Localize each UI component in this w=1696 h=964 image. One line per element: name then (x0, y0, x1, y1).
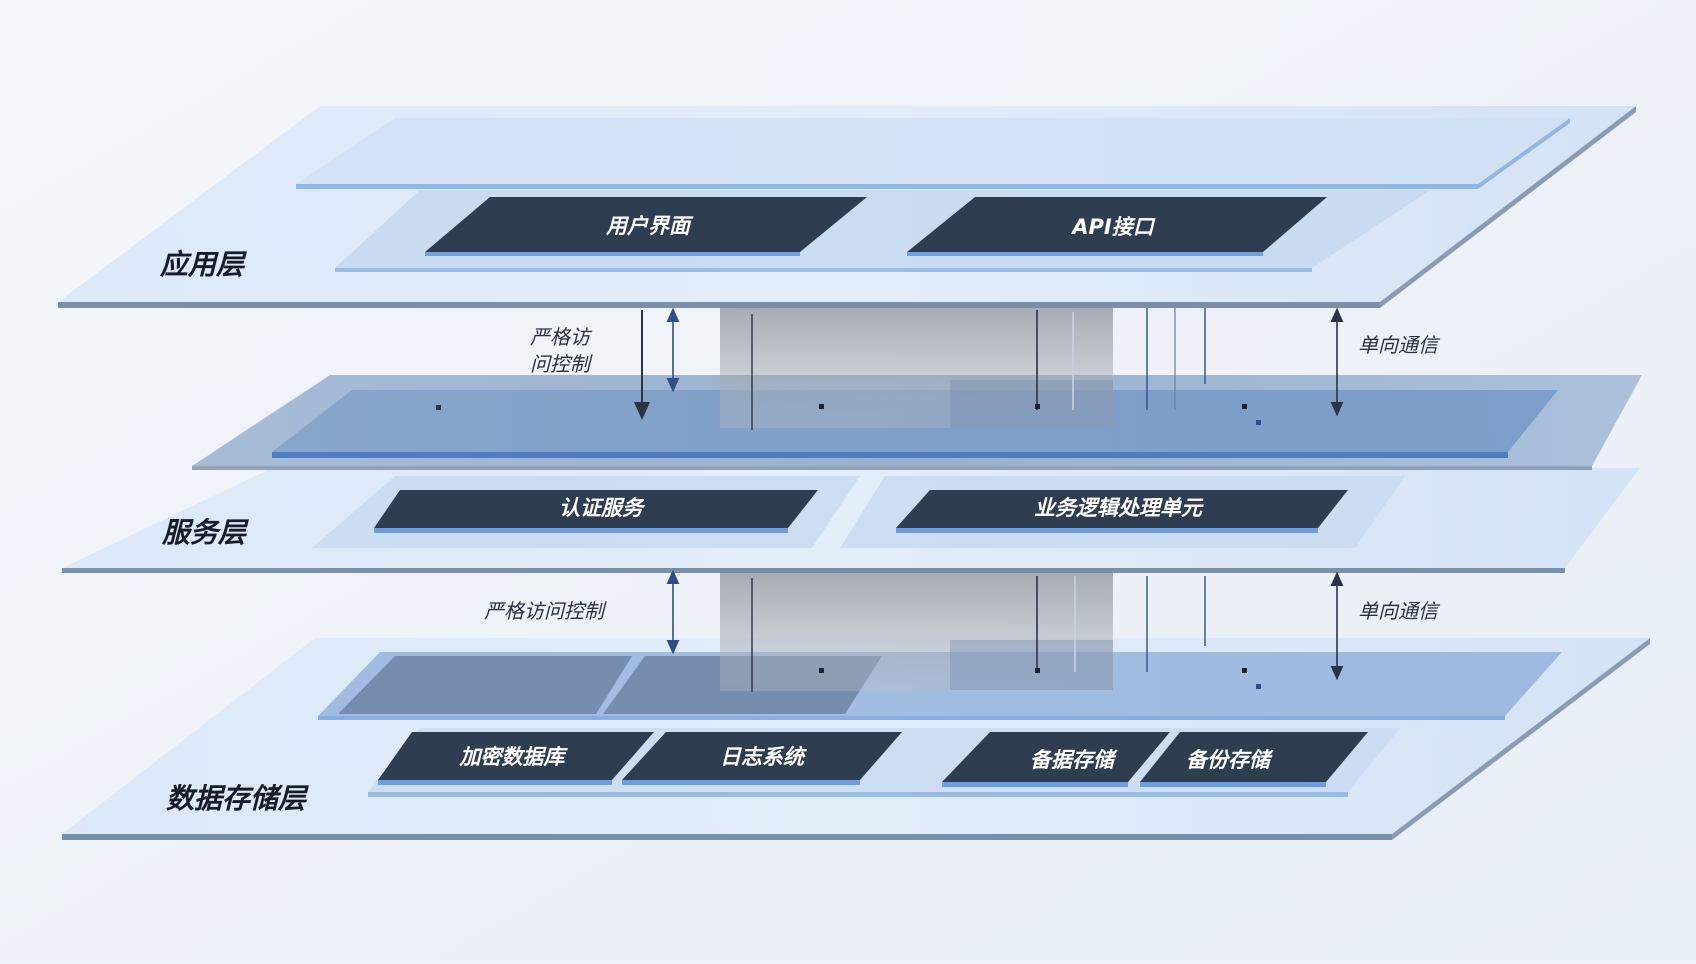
application-inner-edge (335, 268, 1312, 272)
module-label: 认证服务 (559, 496, 646, 520)
application-layer-label: 应用层 (159, 248, 247, 281)
node-dot (1242, 668, 1247, 673)
upper-access-label-line2: 问控制 (530, 352, 593, 376)
module-label: 日志系统 (720, 745, 808, 769)
module-block-edge (378, 780, 612, 785)
module-business-logic: 业务逻辑处理单元 (896, 490, 1348, 533)
application-plate-edge (58, 302, 1380, 308)
node-dot (1256, 684, 1261, 689)
module-block (896, 490, 1348, 528)
module-block-edge (374, 528, 788, 533)
module-auth-service: 认证服务 (374, 490, 818, 533)
node-dot (1256, 420, 1261, 425)
storage-layer-label: 数据存储层 (166, 782, 309, 815)
module-api: API接口 (907, 197, 1327, 256)
storage-plate-edge (62, 834, 1392, 840)
lower-access-label: 严格访问控制 (484, 599, 607, 623)
module-block-edge (425, 252, 800, 256)
service-plate-edge (62, 568, 1565, 573)
lower-light-streaks (434, 576, 1261, 700)
node-dot (436, 405, 441, 410)
module-label: 备份存储 (1186, 748, 1274, 772)
module-encrypted-db: 加密数据库 (378, 732, 654, 785)
module-block (622, 732, 902, 780)
module-block (378, 732, 654, 780)
storage-plate-side (1392, 638, 1650, 840)
upper-access-label-line1: 严格访 (530, 325, 593, 349)
service-layer-label: 服务层 (161, 516, 249, 549)
storage-blue-tray-edge (318, 716, 1505, 720)
module-log-system: 日志系统 (622, 732, 902, 785)
node-dot (819, 668, 824, 673)
module-block-edge (942, 782, 1128, 787)
module-block-edge (907, 252, 1263, 256)
node-dot (819, 404, 824, 409)
module-block (374, 490, 818, 528)
connectors-upper (434, 306, 1344, 440)
module-block-edge (1140, 782, 1326, 787)
storage-ghost-block-1 (338, 656, 632, 714)
module-label: 用户界面 (605, 214, 694, 238)
application-glass-sheet (296, 118, 1570, 184)
node-dot (1035, 668, 1040, 673)
lower-shaft-shade (950, 640, 1113, 690)
application-plate-side (1380, 106, 1636, 308)
lower-shaft (720, 573, 1113, 691)
connectors-lower (434, 569, 1344, 700)
module-block (942, 732, 1170, 782)
upper-shaft-shade (950, 380, 1113, 428)
upper-light-streaks (434, 306, 1261, 440)
module-label: API接口 (1070, 215, 1155, 239)
lower-comm-label: 单向通信 (1358, 599, 1441, 623)
upper-comm-label: 单向通信 (1358, 333, 1441, 357)
node-dot (1242, 404, 1247, 409)
service-top-plate-edge (192, 466, 1592, 470)
module-label: 业务逻辑处理单元 (1034, 496, 1204, 520)
service-top-inner-edge (272, 452, 1508, 458)
module-label: 加密数据库 (459, 745, 569, 769)
application-glass-edge (296, 184, 1478, 189)
module-label: 备据存储 (1030, 748, 1118, 772)
module-backup-storage-1: 备据存储 (942, 732, 1170, 787)
module-block-edge (896, 528, 1318, 533)
module-backup-storage-2: 备份存储 (1140, 732, 1368, 787)
module-block (907, 197, 1327, 252)
module-block (1140, 732, 1368, 782)
upper-shaft (720, 308, 1113, 428)
storage-inner-edge (368, 792, 1348, 797)
module-block (425, 197, 867, 252)
module-block-edge (622, 780, 860, 785)
module-user-interface: 用户界面 (425, 197, 867, 256)
application-glass-side (1478, 118, 1570, 189)
node-dot (1035, 404, 1040, 409)
